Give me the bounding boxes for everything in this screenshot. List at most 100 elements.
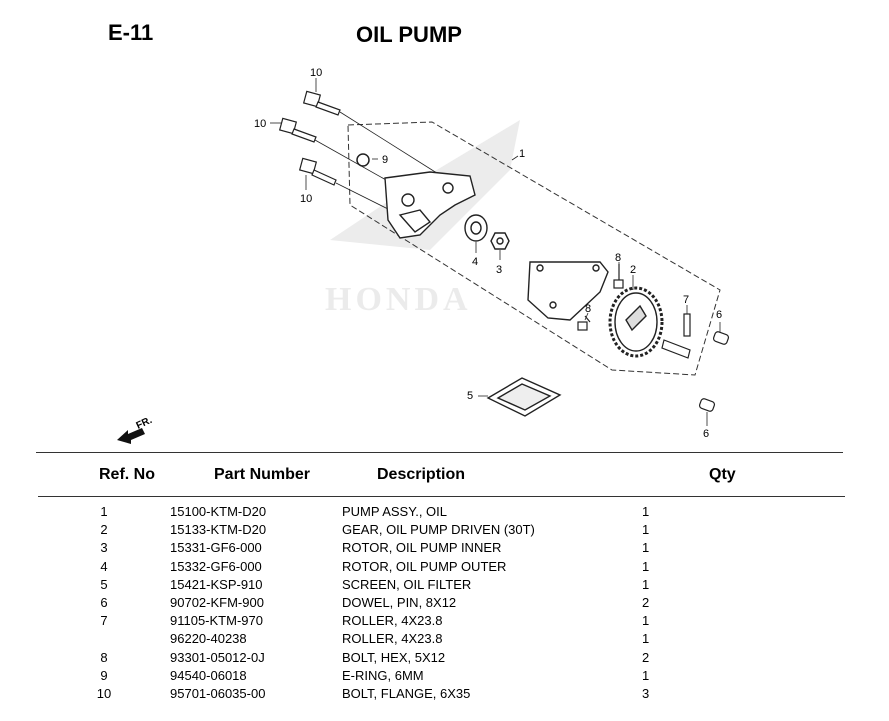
- table-row: 3 15331-GF6-000 ROTOR, OIL PUMP INNER 1: [38, 539, 845, 557]
- callout-10-lower: 10: [300, 193, 312, 205]
- flange-bolt-top: [302, 90, 441, 176]
- oil-filter-screen: [486, 377, 562, 417]
- part-number-cell: 90702-KFM-900: [170, 595, 264, 611]
- hex-bolt-upper: [613, 264, 624, 289]
- description-cell: PUMP ASSY., OIL: [342, 504, 448, 519]
- callout-10-top: 10: [310, 67, 322, 79]
- part-number-cell: 15421-KSP-910: [170, 576, 263, 592]
- part-number-cell: 94540-06018: [170, 667, 247, 683]
- part-number-cell: 95701-06035-00: [170, 686, 266, 702]
- description-cell: DOWEL, PIN, 8X12: [342, 595, 457, 611]
- description-cell: ROTOR, OIL PUMP OUTER: [342, 558, 507, 574]
- flange-bolt-lower: [298, 157, 401, 216]
- ref-cell: 6: [100, 595, 108, 611]
- qty-cell: 1: [642, 613, 650, 629]
- driven-gear: [608, 286, 664, 358]
- callout-6-upper: 6: [716, 309, 722, 321]
- qty-cell: 1: [642, 504, 650, 519]
- description-cell: BOLT, FLANGE, 6X35: [342, 686, 471, 702]
- parts-table: 1 15100-KTM-D20 PUMP ASSY., OIL 1 2 1513…: [38, 503, 845, 703]
- watermark-text: HONDA: [325, 281, 472, 318]
- roller: [683, 313, 691, 337]
- part-number-cell: 93301-05012-0J: [170, 649, 265, 665]
- front-arrow-icon: [117, 428, 145, 444]
- qty-cell: 2: [642, 649, 650, 665]
- table-row: 2 15133-KTM-D20 GEAR, OIL PUMP DRIVEN (3…: [38, 521, 845, 539]
- table-row: 4 15332-GF6-000 ROTOR, OIL PUMP OUTER 1: [38, 558, 845, 576]
- table-row: 1 15100-KTM-D20 PUMP ASSY., OIL 1: [38, 503, 845, 521]
- part-number-cell: 91105-KTM-970: [170, 613, 263, 629]
- page-title: OIL PUMP: [356, 22, 462, 47]
- callout-9: 9: [382, 154, 388, 166]
- qty-cell: 3: [642, 686, 650, 702]
- pump-shaft: [661, 339, 691, 359]
- header-ref-no: Ref. No: [99, 466, 155, 483]
- ref-cell: 8: [100, 649, 108, 665]
- callout-2: 2: [630, 264, 636, 276]
- dowel-pin-lower: [698, 398, 716, 412]
- ref-cell: 1: [100, 504, 108, 519]
- table-row: 6 90702-KFM-900 DOWEL, PIN, 8X12 2: [38, 594, 845, 612]
- front-marker-text: FR.: [135, 415, 154, 432]
- dowel-pin-upper: [712, 331, 730, 345]
- qty-cell: 1: [642, 667, 650, 683]
- qty-cell: 1: [642, 540, 650, 556]
- outer-rotor: [464, 214, 488, 242]
- callout-5: 5: [467, 390, 473, 402]
- hex-bolt-lower: [577, 315, 591, 331]
- qty-cell: 1: [642, 558, 650, 574]
- header-qty: Qty: [709, 466, 736, 483]
- part-number-cell: 15331-GF6-000: [170, 540, 262, 556]
- callout-labels: 10 10 10 9 1 4 3 8 2 8 7 6 5 6: [254, 67, 722, 440]
- ref-cell: 10: [96, 686, 112, 702]
- description-cell: SCREEN, OIL FILTER: [342, 576, 472, 592]
- description-cell: BOLT, HEX, 5X12: [342, 649, 446, 665]
- ref-cell: 2: [100, 522, 108, 538]
- qty-cell: 1: [642, 631, 650, 647]
- description-cell: ROLLER, 4X23.8: [342, 613, 443, 629]
- ref-cell: 5: [100, 576, 108, 592]
- description-cell: GEAR, OIL PUMP DRIVEN (30T): [342, 522, 535, 538]
- callout-10-middle: 10: [254, 118, 266, 130]
- leader-lines: [270, 78, 721, 426]
- callout-3: 3: [496, 264, 502, 276]
- flange-bolt-middle: [278, 117, 396, 186]
- callout-8-lower: 8: [585, 303, 591, 315]
- callout-8-upper: 8: [615, 252, 621, 264]
- part-number-cell: 15332-GF6-000: [170, 558, 262, 574]
- qty-cell: 1: [642, 576, 650, 592]
- callout-1: 1: [519, 148, 525, 160]
- qty-cell: 2: [642, 595, 650, 611]
- description-cell: ROTOR, OIL PUMP INNER: [342, 540, 502, 556]
- description-cell: E-RING, 6MM: [342, 667, 424, 683]
- inner-rotor: [490, 232, 510, 250]
- table-top-rule: [36, 452, 843, 453]
- pump-body: [384, 171, 476, 239]
- part-number-cell: 15133-KTM-D20: [170, 522, 267, 538]
- table-row: 10 95701-06035-00 BOLT, FLANGE, 6X35 3: [38, 685, 845, 703]
- table-row: 5 15421-KSP-910 SCREEN, OIL FILTER 1: [38, 576, 845, 594]
- table-header-rule: [38, 496, 845, 497]
- table-row: 7 91105-KTM-970 ROLLER, 4X23.8 1: [38, 612, 845, 630]
- callout-4: 4: [472, 256, 478, 268]
- header-part-number: Part Number: [214, 466, 311, 483]
- e-ring: [356, 153, 370, 167]
- callout-6-lower: 6: [703, 428, 709, 440]
- qty-cell: 1: [642, 522, 650, 538]
- callout-7: 7: [683, 294, 689, 306]
- assembly-boundary: [347, 121, 721, 376]
- table-row: 8 93301-05012-0J BOLT, HEX, 5X12 2: [38, 649, 845, 667]
- pump-cover-plate: [527, 261, 609, 321]
- front-direction-marker: FR.: [117, 415, 154, 444]
- table-row: 96220-40238 ROLLER, 4X23.8 1: [38, 630, 845, 648]
- ref-cell: [38, 630, 170, 648]
- ref-cell: 7: [100, 613, 108, 629]
- exploded-diagram: HONDA: [117, 67, 730, 444]
- header-description: Description: [377, 466, 466, 483]
- description-cell: ROLLER, 4X23.8: [342, 631, 443, 647]
- ref-cell: 4: [100, 558, 108, 574]
- section-code: E-11: [108, 20, 154, 45]
- part-number-cell: 15100-KTM-D20: [170, 504, 267, 519]
- ref-cell: 9: [100, 667, 108, 683]
- part-number-cell: 96220-40238: [170, 631, 247, 647]
